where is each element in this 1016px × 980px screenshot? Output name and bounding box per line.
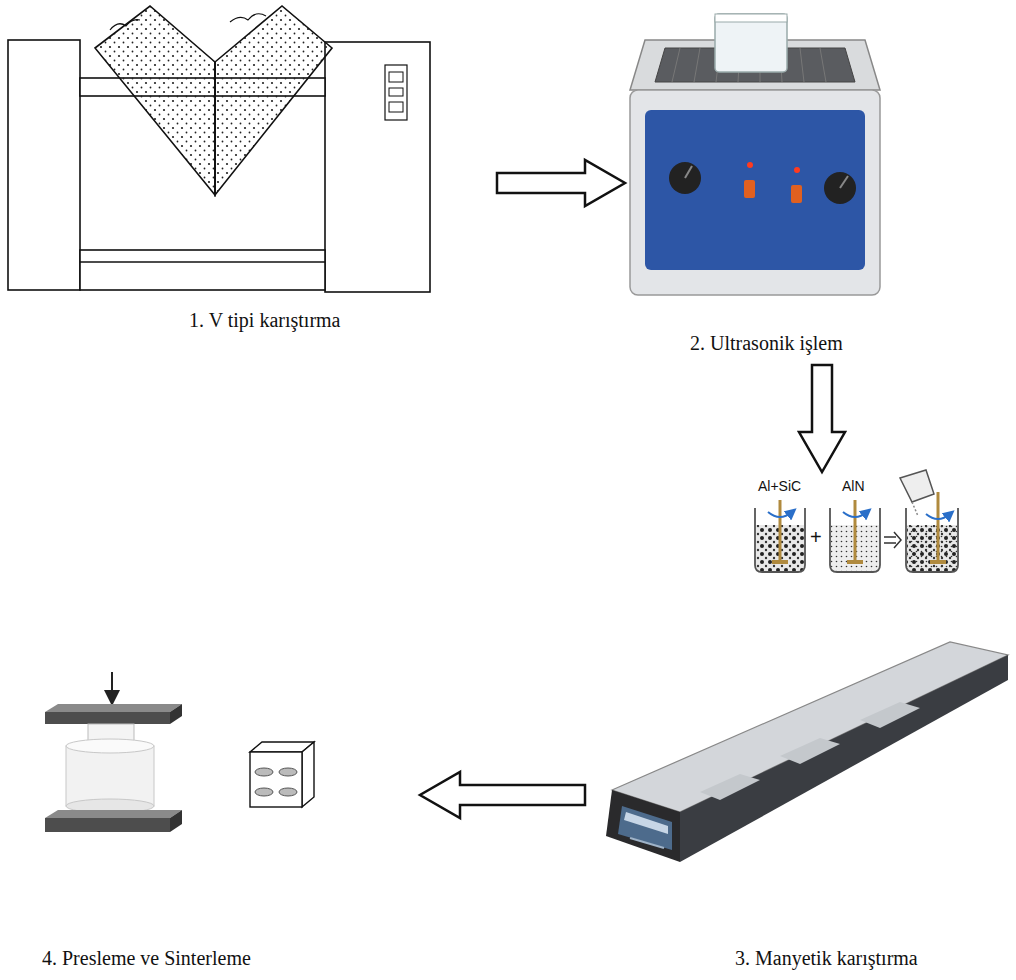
furnace <box>250 742 314 807</box>
press <box>45 672 182 832</box>
block-arrow <box>420 772 585 818</box>
step-caption: 4. Presleme ve Sinterleme <box>40 946 253 970</box>
magnetic-stirrer <box>606 642 1008 862</box>
process-step: 2. Ultrasonik işlem <box>625 0 895 365</box>
step-caption: 2. Ultrasonik işlem <box>688 331 845 355</box>
step-caption: 3. Manyetik karıştırma <box>733 946 920 970</box>
block-arrow <box>799 365 845 472</box>
step-caption: 1. V tipi karıştırma <box>187 308 342 332</box>
material-label: + <box>810 526 822 548</box>
ultrasonic-bath <box>630 14 880 295</box>
block-arrow <box>497 160 625 206</box>
material-label: AlN <box>842 479 865 494</box>
process-step: 1. V tipi karıştırma <box>2 0 497 345</box>
process-step: 3. Manyetik karıştırma <box>585 472 1014 975</box>
v-blender <box>8 6 430 292</box>
material-label: Al+SiC <box>758 479 801 494</box>
beakers <box>755 470 958 572</box>
process-step: 4. Presleme ve Sinterleme <box>30 690 420 975</box>
